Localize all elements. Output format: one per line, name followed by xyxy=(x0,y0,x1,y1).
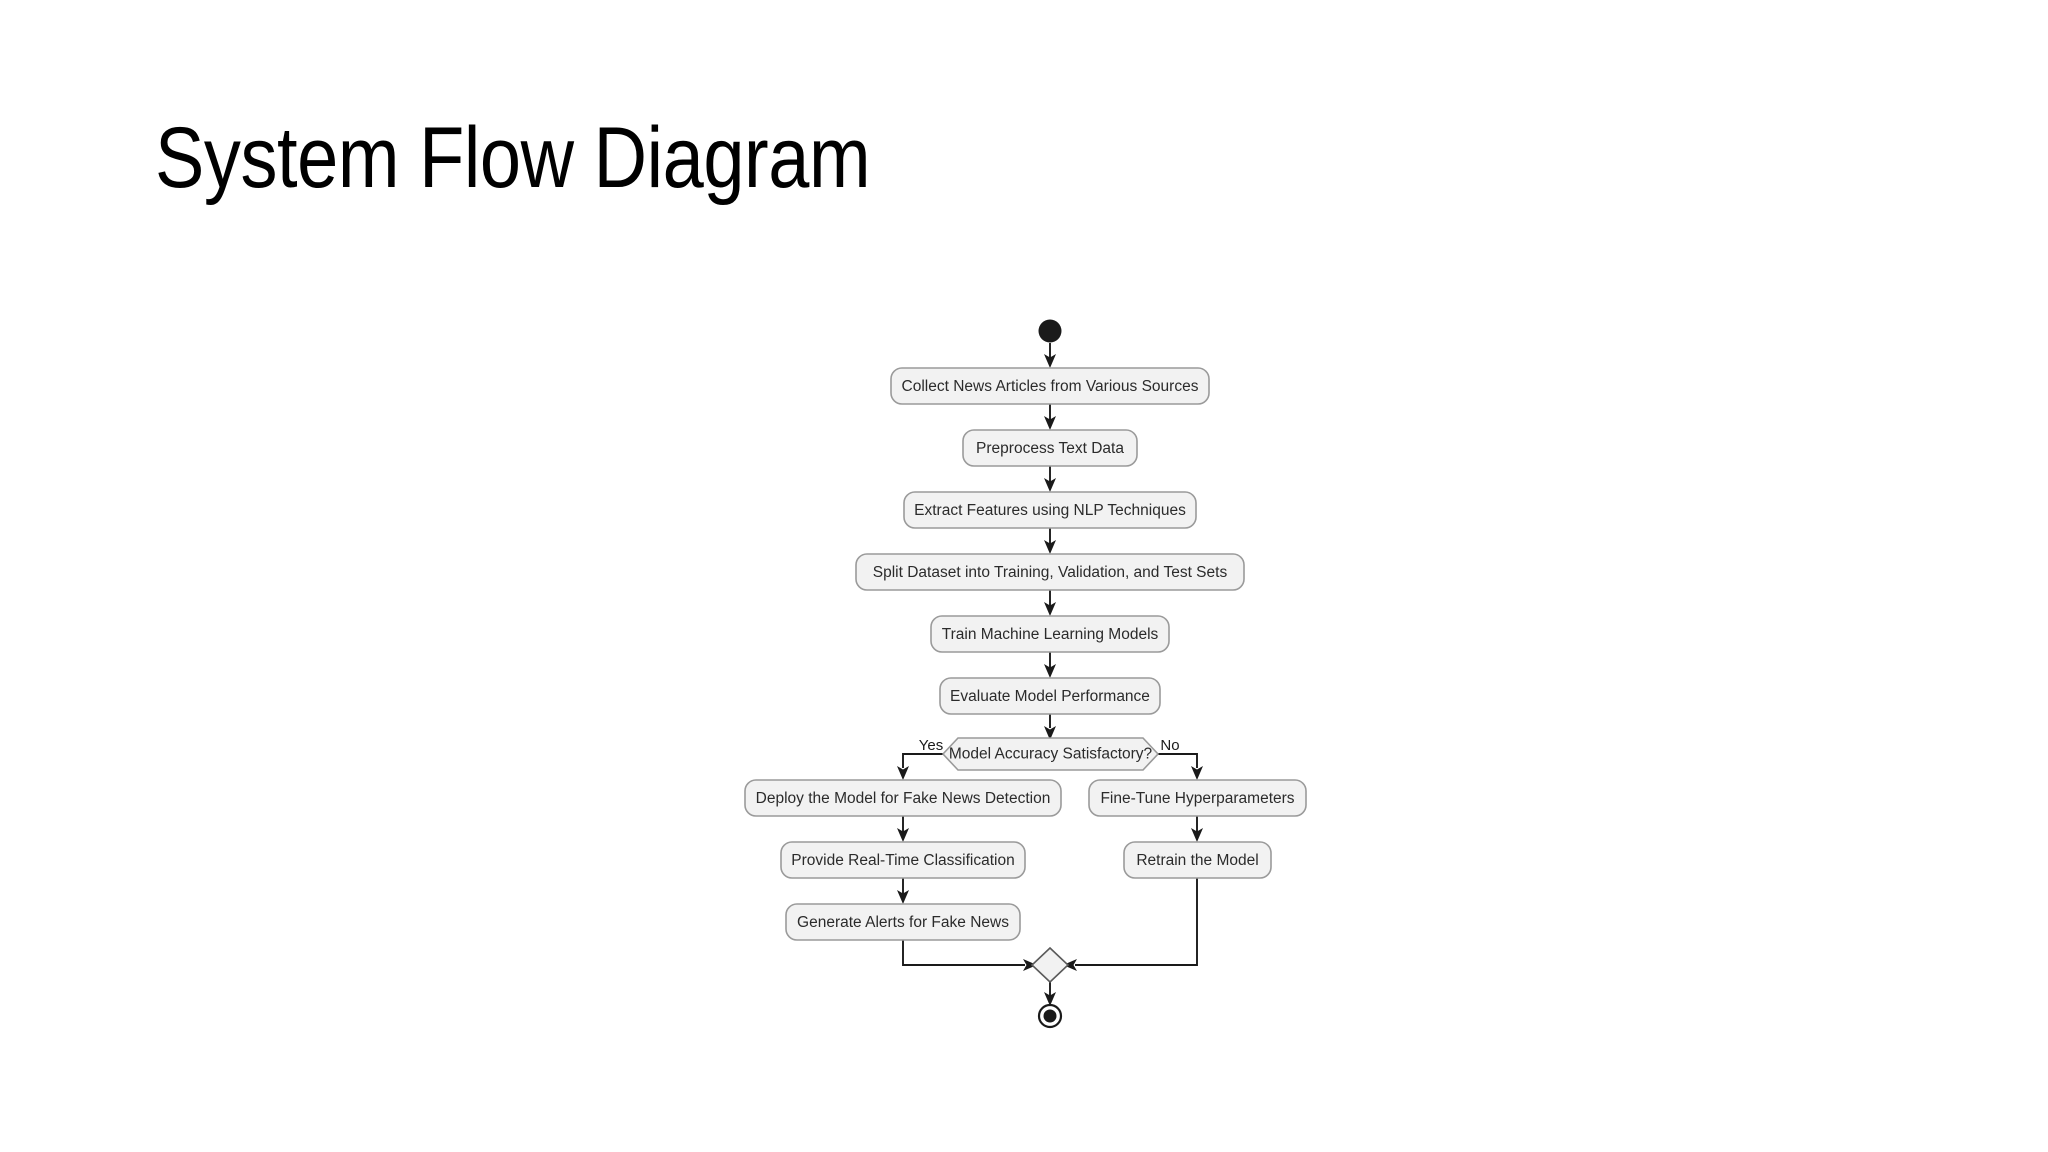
node-realtime[interactable]: Provide Real-Time Classification xyxy=(780,841,1026,879)
edge-split-to-train xyxy=(1044,590,1056,616)
edge-alerts-to-merge xyxy=(902,940,1037,971)
branch-label-yes: Yes xyxy=(919,737,943,754)
edge-collect-to-preprocess xyxy=(1044,404,1056,430)
node-split[interactable]: Split Dataset into Training, Validation,… xyxy=(855,553,1245,591)
node-finetune[interactable]: Fine-Tune Hyperparameters xyxy=(1088,779,1307,817)
node-deploy[interactable]: Deploy the Model for Fake News Detection xyxy=(744,779,1062,817)
edge-decision-no-to-finetune xyxy=(1158,753,1203,780)
edge-retrain-to-merge xyxy=(1063,878,1198,971)
edge-extract-to-split xyxy=(1044,528,1056,554)
node-alerts[interactable]: Generate Alerts for Fake News xyxy=(785,903,1021,941)
node-train[interactable]: Train Machine Learning Models xyxy=(930,615,1170,653)
edge-finetune-to-retrain xyxy=(1191,816,1203,842)
branch-label-no: No xyxy=(1160,737,1179,754)
edges-layer xyxy=(897,343,1203,1006)
edge-preprocess-to-extract xyxy=(1044,466,1056,492)
edge-decision-yes-to-deploy xyxy=(897,753,943,780)
decision-node-model-accuracy[interactable]: Model Accuracy Satisfactory? xyxy=(941,737,1160,771)
node-evaluate[interactable]: Evaluate Model Performance xyxy=(939,677,1161,715)
merge-node xyxy=(1030,946,1070,984)
edge-train-to-evaluate xyxy=(1044,652,1056,678)
end-node xyxy=(1037,1003,1063,1029)
edge-deploy-to-realtime xyxy=(897,816,909,842)
node-preprocess[interactable]: Preprocess Text Data xyxy=(962,429,1138,467)
start-node xyxy=(1038,319,1062,343)
edge-realtime-to-alerts xyxy=(897,878,909,904)
edge-start-to-collect xyxy=(1044,343,1056,368)
edge-evaluate-to-decision xyxy=(1044,714,1056,740)
node-retrain[interactable]: Retrain the Model xyxy=(1123,841,1272,879)
node-collect[interactable]: Collect News Articles from Various Sourc… xyxy=(890,367,1210,405)
node-extract[interactable]: Extract Features using NLP Techniques xyxy=(903,491,1197,529)
page-title: System Flow Diagram xyxy=(155,110,871,206)
edge-merge-to-end xyxy=(1044,981,1056,1006)
